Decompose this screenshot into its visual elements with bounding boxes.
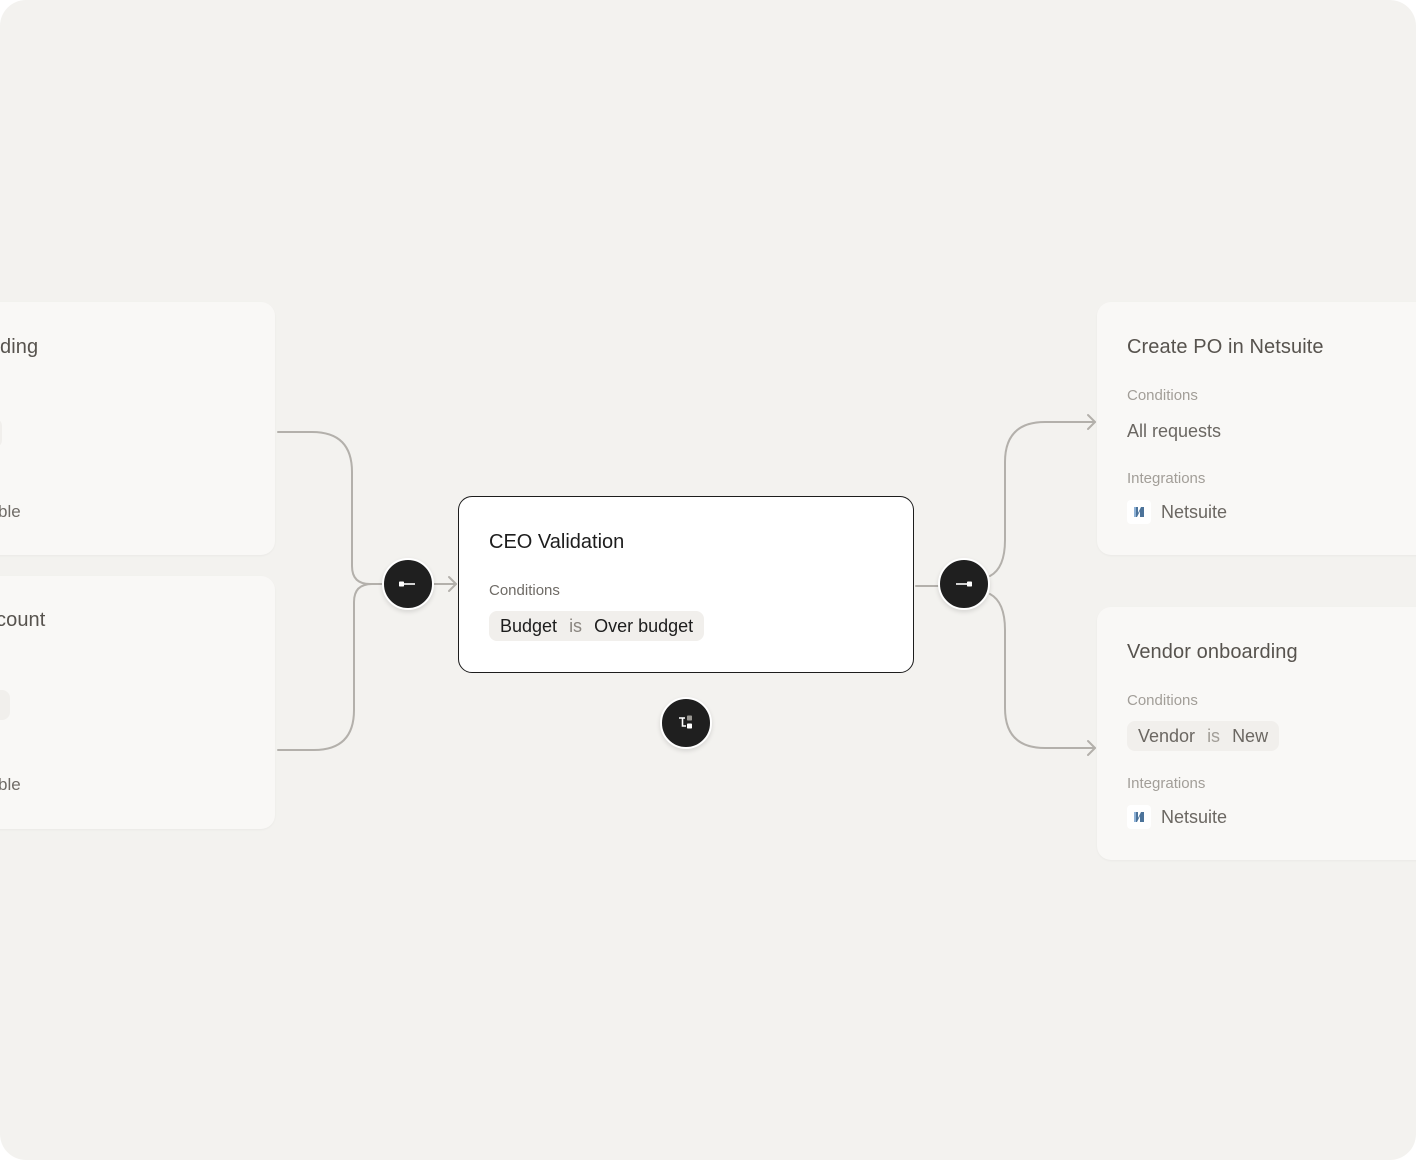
left-card-bottom-title: count [0,609,46,631]
left-card-top-title: ding [0,336,39,358]
create-po-integrations-label: Integrations [1127,470,1206,487]
connector-left-bottom [277,583,373,751]
left-card-bottom-condition-pill [0,690,10,720]
vendor-onboarding-conditions-label: Conditions [1127,692,1198,709]
create-po-condition-text: All requests [1127,421,1222,441]
left-card-bottom[interactable]: count ble [0,576,275,829]
vendor-onboarding-card[interactable]: Vendor onboarding Conditions Vendor is N… [1097,607,1416,860]
incoming-connector-icon [399,581,415,587]
condition-operator: is [569,615,583,636]
vendor-onboarding-card-title: Vendor onboarding [1127,641,1298,663]
vendor-onboarding-integration[interactable]: Netsuite [1127,805,1227,829]
main-card-conditions-label: Conditions [489,582,560,599]
connector-right-bottom [989,593,1096,749]
vendor-onboarding-integrations-label: Integrations [1127,775,1206,792]
create-po-integration-name: Netsuite [1161,501,1228,522]
outgoing-connector-button[interactable] [938,558,990,610]
connector-right-top [989,421,1096,577]
condition-operator: is [1207,725,1221,746]
left-card-top[interactable]: ding ble [0,302,275,555]
main-card-condition-pill[interactable]: Budget is Over budget [489,611,705,641]
create-po-integration[interactable]: Netsuite [1127,500,1227,524]
condition-field: Vendor [1138,725,1196,746]
create-po-card[interactable]: Create PO in Netsuite Conditions All req… [1097,302,1416,555]
left-card-top-condition-pill [0,418,2,448]
branch-icon [679,715,692,729]
add-branch-button[interactable] [660,697,712,749]
outgoing-connector-icon [956,581,972,587]
netsuite-logo-icon [1127,805,1151,829]
create-po-conditions-label: Conditions [1127,387,1198,404]
vendor-onboarding-integration-name: Netsuite [1161,806,1228,827]
incoming-connector-button[interactable] [382,558,434,610]
ceo-validation-card[interactable]: CEO Validation Conditions Budget is Over… [458,496,914,673]
condition-field: Budget [500,615,558,636]
arrow-into-main [448,576,457,592]
main-card-title: CEO Validation [489,531,625,553]
arrow-right-bottom [1087,740,1096,756]
left-card-bottom-integration: ble [0,775,21,794]
condition-value: New [1232,725,1269,746]
vendor-onboarding-condition-pill[interactable]: Vendor is New [1127,721,1280,751]
arrow-right-top [1087,414,1096,430]
condition-value: Over budget [594,615,694,636]
netsuite-logo-icon [1127,500,1151,524]
left-card-top-integration: ble [0,502,21,521]
create-po-card-title: Create PO in Netsuite [1127,336,1324,358]
connector-left-top [277,431,385,585]
